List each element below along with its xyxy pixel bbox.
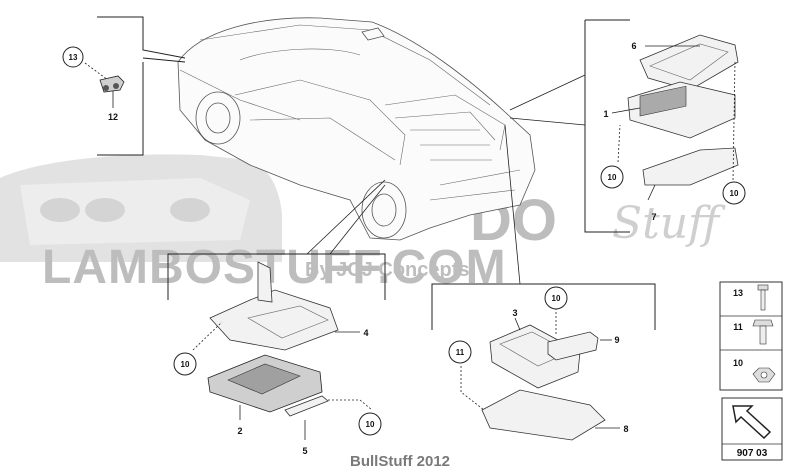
watermark-main-text: LAMBOSTUFF.COM: [42, 241, 507, 294]
mounting-plate: [481, 389, 606, 441]
label-12: 12: [108, 112, 118, 122]
mounting-bracket: [209, 289, 339, 351]
car-outline: [177, 17, 536, 241]
callout-10-c-label: 10: [181, 360, 190, 369]
detail-bottom-left-group: 10 10 4 2 5: [167, 179, 386, 456]
legend-number-10: 10: [733, 358, 743, 368]
label-4: 4: [363, 328, 368, 338]
diagram-code-label: 907 03: [737, 448, 768, 459]
callout-11: [448, 340, 472, 364]
callout-10-d-label: 10: [366, 420, 375, 429]
callout-10-d: [358, 412, 382, 436]
fastener-legend: 13 11 10: [719, 281, 783, 391]
detail-sensor-group: 13 12: [62, 16, 186, 156]
legend-number-11: 11: [733, 322, 743, 332]
legend-number-13: 13: [733, 288, 743, 298]
footer-credit: BullStuff 2012: [350, 453, 450, 470]
detail-right-group: 10 10 6 1 7: [509, 19, 746, 233]
direction-arrow-icon: [732, 405, 772, 440]
label-7: 7: [651, 212, 656, 222]
control-unit-cover: [639, 34, 739, 91]
callout-10-e: [544, 286, 568, 310]
diagram-code-frame: [721, 397, 783, 461]
label-9: 9: [614, 335, 619, 345]
label-2: 2: [237, 426, 242, 436]
sensor-part: [99, 75, 125, 93]
callout-10-a: [600, 165, 624, 189]
control-unit-bracket: [642, 147, 739, 186]
label-1: 1: [603, 109, 608, 119]
label-6: 6: [631, 41, 636, 51]
callout-10-c: [173, 352, 197, 376]
nut-icon: [752, 367, 776, 383]
connector-plug: [547, 331, 599, 361]
callout-10-e-label: 10: [552, 294, 561, 303]
bolt-icon: [757, 284, 769, 311]
callout-13-top-label: 13: [69, 53, 78, 62]
label-5: 5: [302, 446, 307, 456]
label-8: 8: [623, 424, 628, 434]
watermark-script-word: Stuff: [612, 198, 726, 249]
detail-bottom-right-group: 10 11 3 9 8: [431, 124, 656, 441]
callout-10-a-label: 10: [608, 173, 617, 182]
callout-11-label: 11: [456, 348, 465, 357]
callout-10-b: [722, 181, 746, 205]
diagram-code-box: 907 03: [721, 397, 783, 461]
callout-13-top: [62, 46, 84, 68]
callout-10-b-label: 10: [730, 189, 739, 198]
watermark-subtitle: By JCJ Concepts: [305, 259, 470, 281]
connector-strip: [284, 395, 329, 417]
hex-bolt-icon: [752, 319, 774, 345]
label-3: 3: [512, 308, 517, 318]
